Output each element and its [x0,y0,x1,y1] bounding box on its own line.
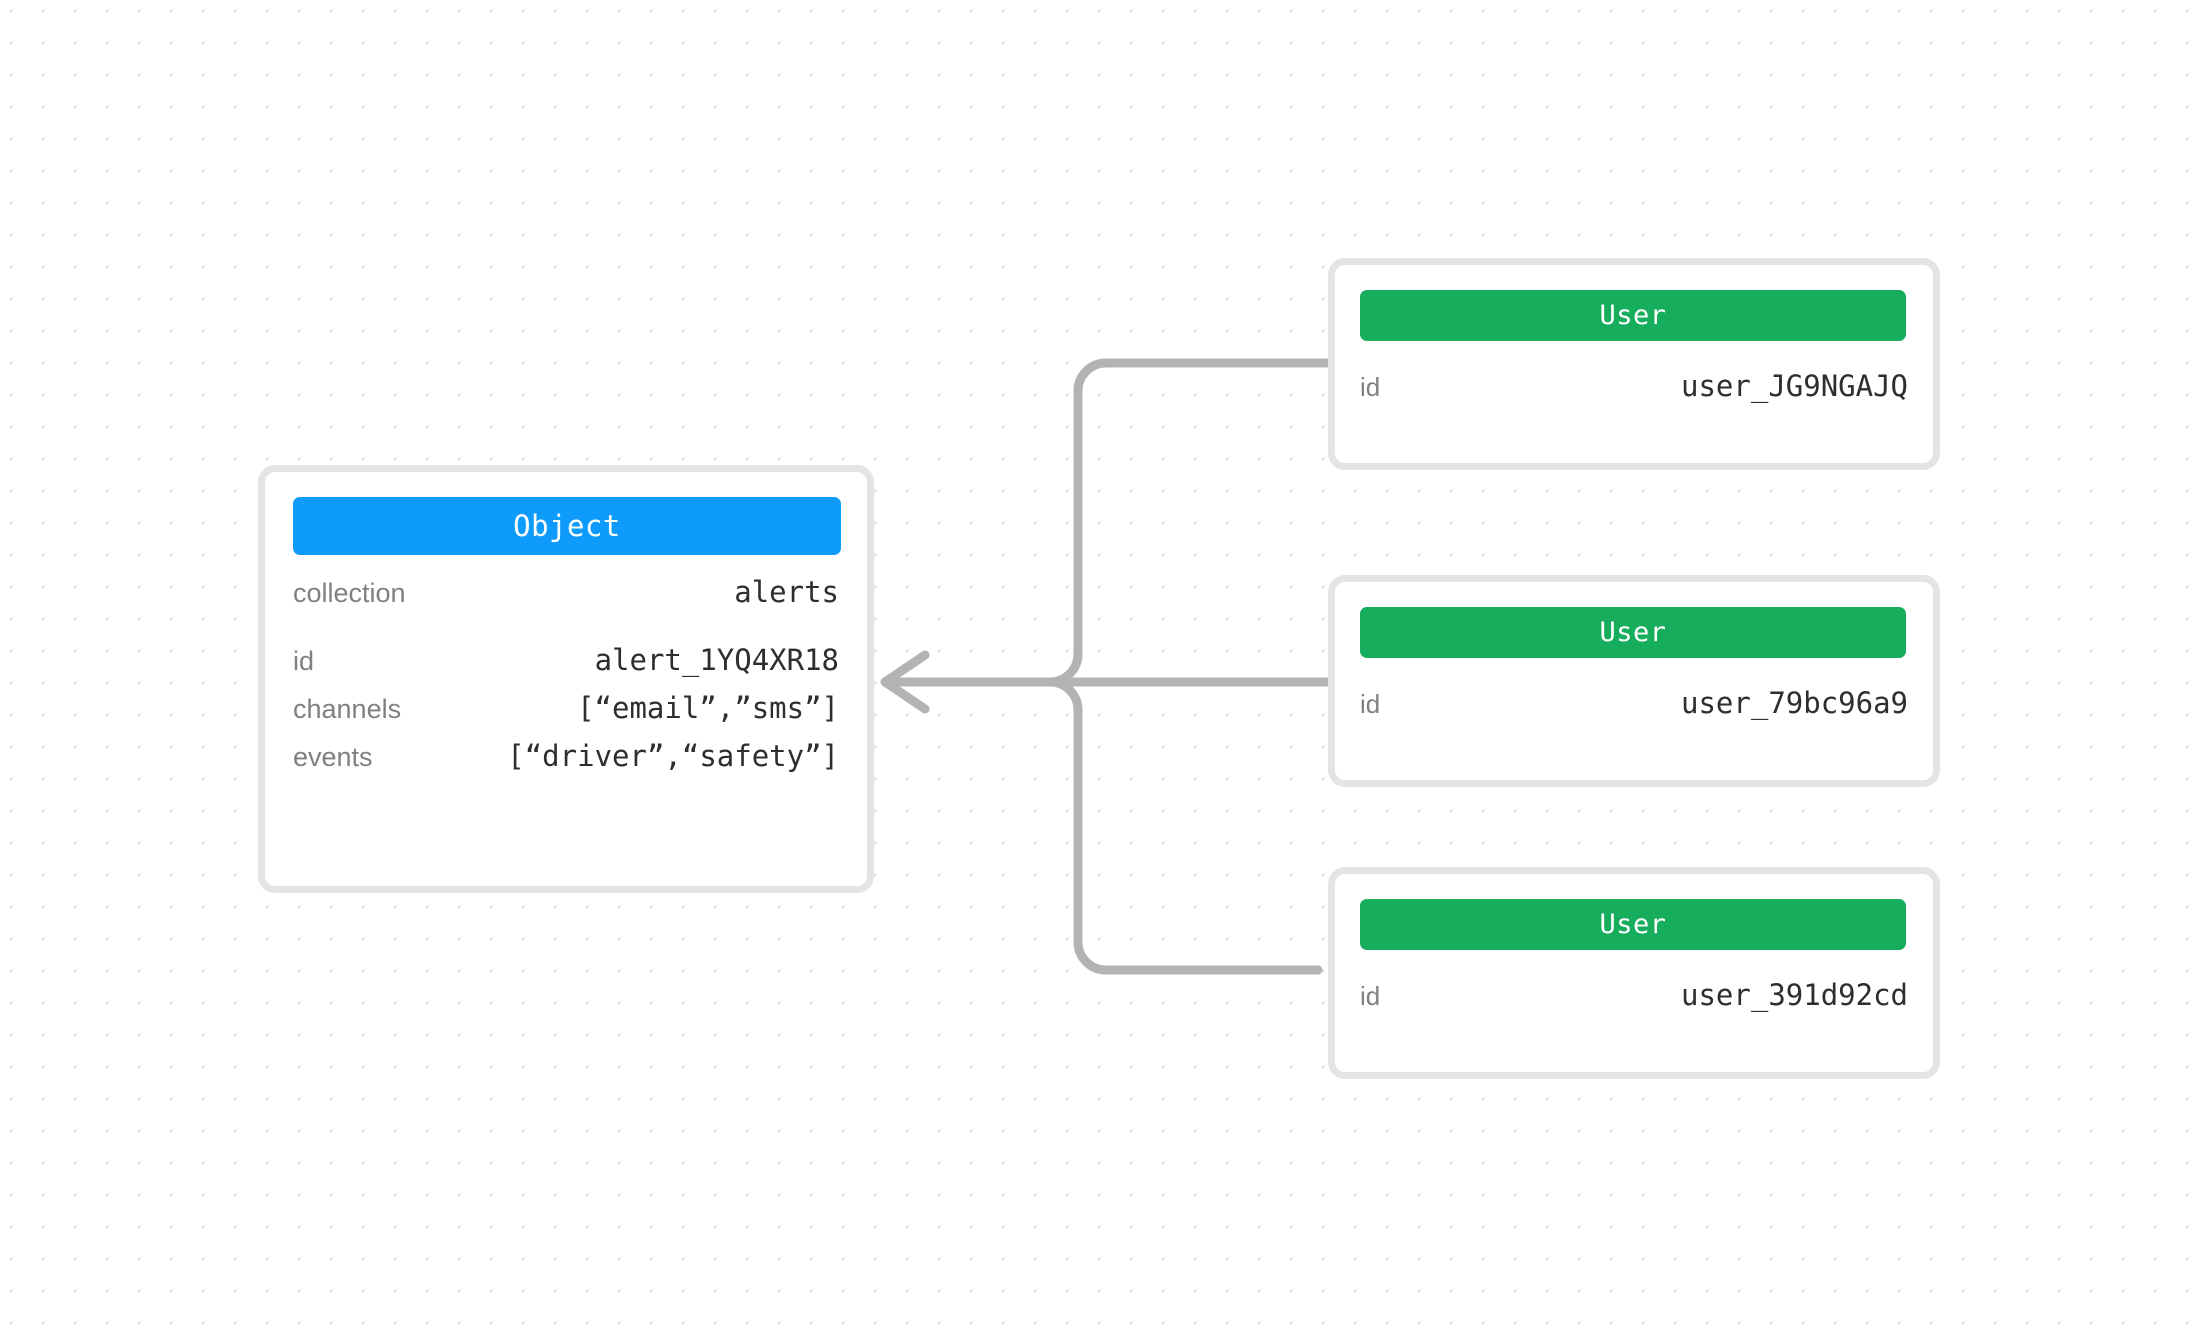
node-user-type-badge: User [1360,290,1906,341]
edge-user-0 [895,358,1335,687]
field-label: channels [293,694,402,724]
field-value: [“email”,”sms”] [577,691,839,725]
node-user-2[interactable]: User id user_391d92cd [1328,867,1940,1079]
node-user-fields: id user_79bc96a9 [1335,686,1933,730]
node-user-type-badge: User [1360,899,1906,950]
field-value: user_JG9NGAJQ [1681,369,1908,403]
field-label: id [293,646,315,676]
field-row-id[interactable]: id user_391d92cd [1360,978,1908,1022]
field-row-events[interactable]: events [“driver”,“safety”] [293,739,839,787]
field-row-collection[interactable]: collection alerts [293,575,839,623]
node-user-1[interactable]: User id user_79bc96a9 [1328,575,1940,787]
field-row-id[interactable]: id user_79bc96a9 [1360,686,1908,730]
field-label: id [1360,372,1381,402]
node-user-type-badge: User [1360,607,1906,658]
field-row-id[interactable]: id alert_1YQ4XR18 [293,643,839,691]
field-value: alert_1YQ4XR18 [594,643,839,677]
node-object[interactable]: Object collection alerts id alert_1YQ4XR… [258,465,874,893]
field-row-id[interactable]: id user_JG9NGAJQ [1360,369,1908,413]
edge-arrowhead-icon [880,650,930,714]
node-object-type-badge: Object [293,497,841,555]
node-user-fields: id user_JG9NGAJQ [1335,369,1933,413]
field-value: [“driver”,“safety”] [507,739,839,773]
node-object-fields: collection alerts id alert_1YQ4XR18 chan… [265,575,867,787]
edge-user-2 [895,677,1323,975]
node-user-0[interactable]: User id user_JG9NGAJQ [1328,258,1940,470]
field-section-divider [293,623,839,643]
field-value: user_391d92cd [1681,978,1908,1012]
node-user-fields: id user_391d92cd [1335,978,1933,1022]
field-value: alerts [734,575,839,609]
field-label: collection [293,578,406,608]
field-row-channels[interactable]: channels [“email”,”sms”] [293,691,839,739]
field-label: events [293,742,373,772]
field-value: user_79bc96a9 [1681,686,1908,720]
field-label: id [1360,981,1381,1011]
field-label: id [1360,689,1381,719]
